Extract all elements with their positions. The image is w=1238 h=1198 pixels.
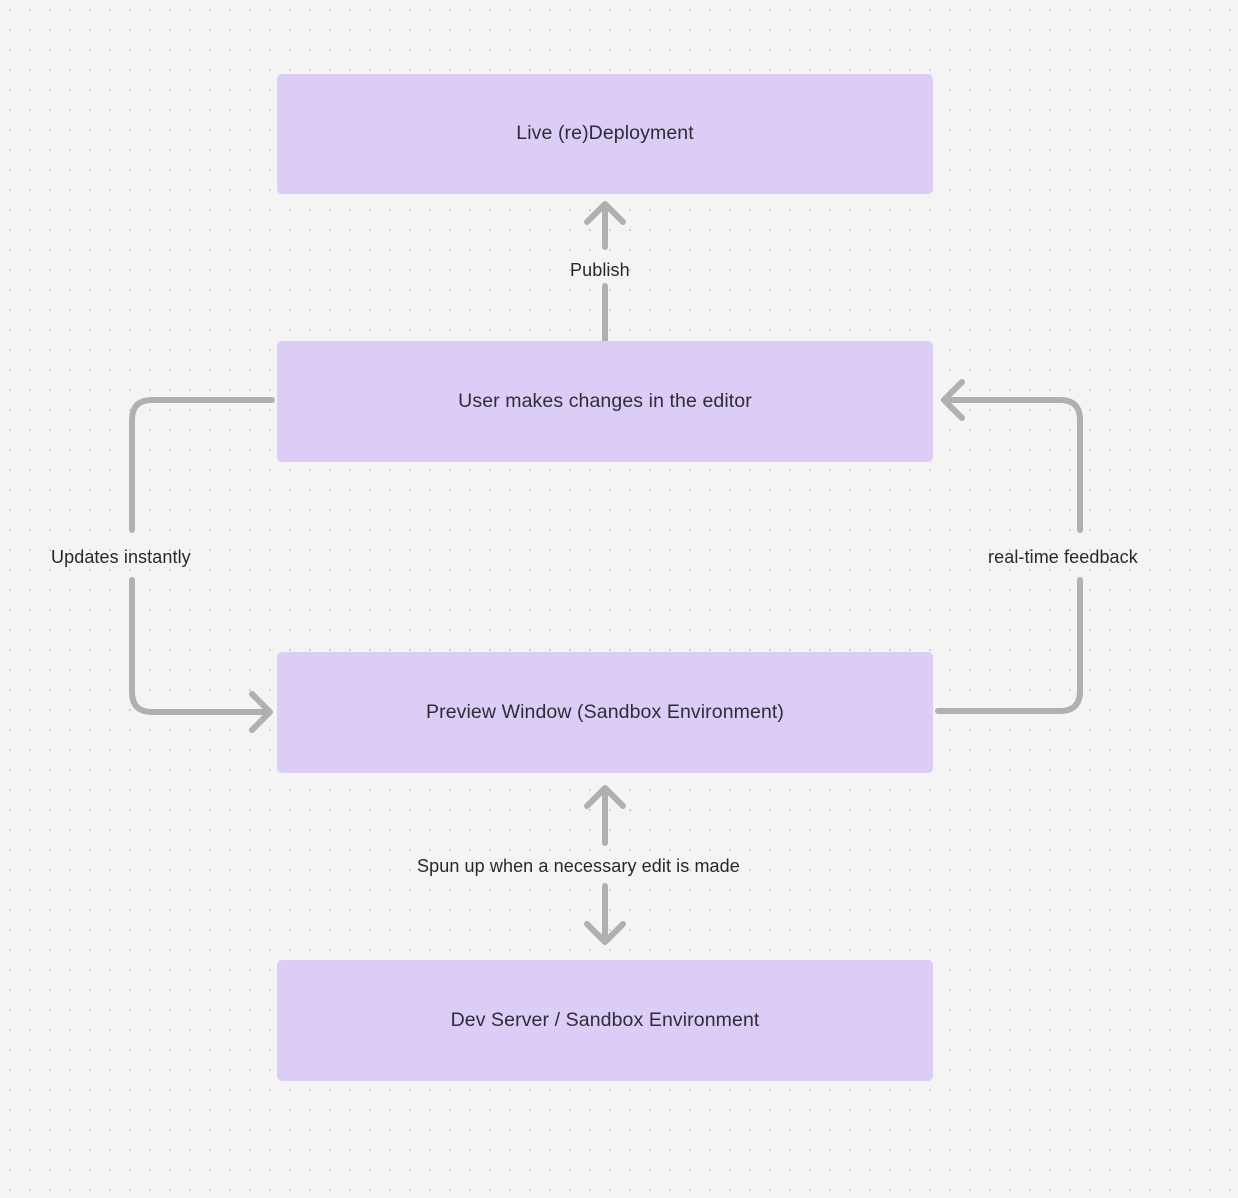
node-preview-window-label: Preview Window (Sandbox Environment)	[426, 700, 784, 723]
node-user-makes-changes-label: User makes changes in the editor	[458, 389, 752, 412]
edge-label-real-time-feedback: real-time feedback	[988, 547, 1138, 567]
node-user-makes-changes[interactable]: User makes changes in the editor	[277, 341, 933, 462]
node-preview-window[interactable]: Preview Window (Sandbox Environment)	[277, 652, 933, 773]
edge-label-spun-up: Spun up when a necessary edit is made	[417, 856, 740, 876]
arrowhead-left-realtime	[941, 379, 965, 421]
node-live-redeployment[interactable]: Live (re)Deployment	[277, 74, 933, 194]
edge-label-publish: Publish	[570, 260, 630, 280]
node-dev-server-label: Dev Server / Sandbox Environment	[450, 1008, 760, 1031]
arrowhead-down-spun	[584, 921, 626, 945]
arrowhead-right-updates	[249, 691, 273, 733]
node-live-redeployment-label: Live (re)Deployment	[516, 122, 694, 145]
edge-label-updates-instantly: Updates instantly	[51, 547, 191, 567]
node-dev-server[interactable]: Dev Server / Sandbox Environment	[277, 960, 933, 1081]
arrowhead-up-publish	[584, 201, 626, 225]
arrowhead-up-spun	[584, 785, 626, 809]
